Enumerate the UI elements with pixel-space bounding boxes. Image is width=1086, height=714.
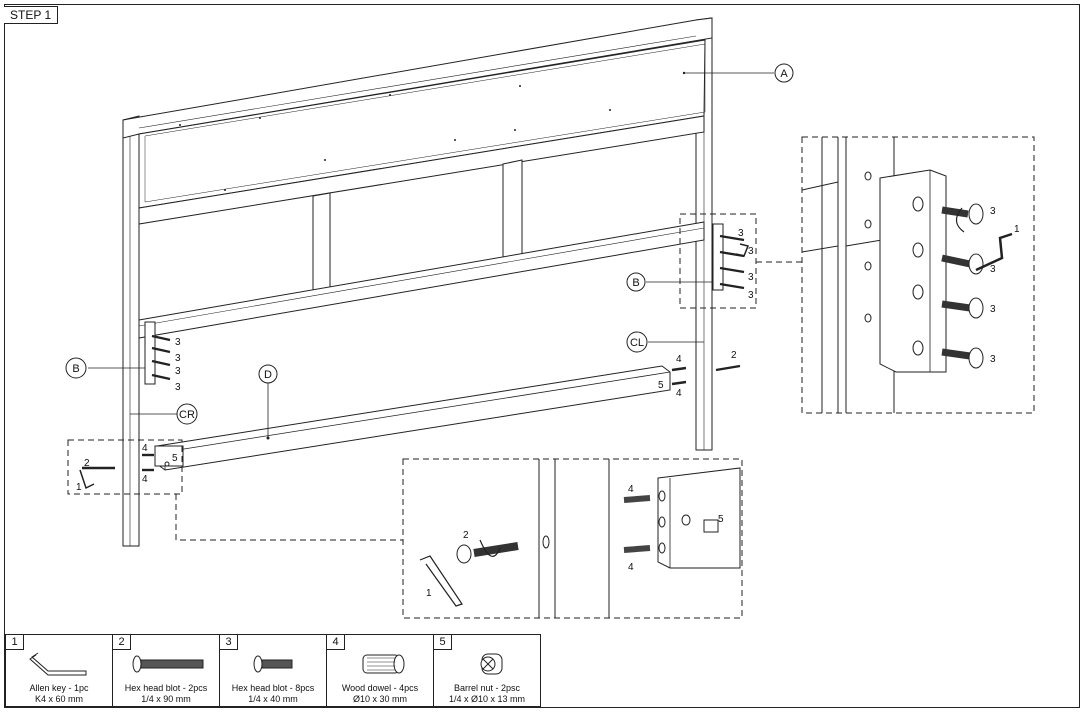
left-bracket-b [144, 321, 171, 385]
callout-d: D [264, 369, 272, 381]
part-label: 4 [142, 474, 148, 485]
part-label: 2 [84, 458, 90, 469]
headboard-top-rail [122, 17, 713, 139]
part-label: 5 [172, 453, 178, 464]
part-label: 3 [175, 366, 181, 377]
part-label: 3 [990, 304, 996, 315]
part-label: 3 [175, 337, 181, 348]
rail-connection-detail-view [419, 459, 741, 618]
part-label: 4 [142, 443, 148, 454]
legend-size: K4 x 60 mm [34, 694, 83, 704]
part-label: 1 [426, 588, 432, 599]
parts-legend: 1 Allen key - 1pc K4 x 60 mm 2 Hex head … [5, 634, 541, 707]
part-label: 3 [738, 228, 744, 239]
part-label: 2 [731, 350, 737, 361]
legend-name: Barrel nut - 2psc [453, 683, 521, 693]
headboard-panel [138, 39, 706, 209]
callout-a-circle [774, 63, 794, 83]
callout-cl: CL [630, 337, 644, 349]
wood-dowel-icon [362, 654, 405, 674]
part-label: 3 [175, 353, 181, 364]
callout-cr: CR [179, 409, 195, 421]
callout-d-circle [258, 364, 278, 384]
right-bracket-b [712, 223, 750, 291]
callout-b-left: B [72, 363, 79, 375]
part-label: 3 [748, 246, 754, 257]
part-label: 3 [990, 206, 996, 217]
callout-cr-circle [176, 403, 198, 425]
part-label: 1 [76, 482, 82, 493]
legend-size: 1/4 x 90 mm [141, 694, 191, 704]
headboard-slat-left [312, 192, 331, 298]
callout-b-right-circle [626, 272, 646, 292]
callout-b-left-circle [65, 357, 87, 379]
callout-a: A [780, 68, 788, 80]
legend-item-wood-dowel: 4 Wood dowel - 4pcs Ø10 x 30 mm [326, 634, 434, 707]
legend-number: 3 [220, 635, 238, 650]
legend-item-long-hex-bolt: 2 Hex head blot - 2pcs 1/4 x 90 mm [112, 634, 220, 707]
part-label: 5 [658, 380, 664, 391]
legend-item-short-hex-bolt: 3 Hex head blot - 8pcs 1/4 x 40 mm [219, 634, 327, 707]
callout-b-right: B [632, 277, 639, 289]
step-label: STEP 1 [4, 6, 59, 24]
legend-size: Ø10 x 30 mm [352, 694, 408, 704]
legend-size: 1/4 x 40 mm [248, 694, 298, 704]
callout-cl-circle [626, 331, 648, 353]
legend-number: 5 [434, 635, 452, 650]
legend-size: 1/4 x Ø10 x 13 mm [448, 694, 526, 704]
headboard-lower-rail [138, 221, 705, 339]
legend-item-barrel-nut: 5 Barrel nut - 2psc 1/4 x Ø10 x 13 mm [433, 634, 541, 707]
allen-key-icon [29, 652, 87, 676]
right-rail-end-hardware [671, 364, 741, 386]
part-label: 2 [463, 530, 469, 541]
part-label: 4 [676, 354, 682, 365]
part-label: 4 [676, 388, 682, 399]
side-rail-d [156, 365, 671, 471]
part-label: 4 [628, 484, 634, 495]
legend-name: Wood dowel - 4pcs [341, 683, 419, 693]
leader-lines [88, 72, 774, 438]
callout-circles [65, 63, 794, 425]
detail-boxes [67, 136, 1035, 619]
left-rail-end-hardware [79, 445, 184, 490]
long-hex-bolt-icon [132, 655, 204, 673]
headboard-left-post [122, 115, 140, 547]
legend-name: Allen key - 1pc [29, 683, 89, 693]
part-label: 3 [990, 264, 996, 275]
legend-name: Hex head blot - 8pcs [231, 683, 315, 693]
bolt-detail-view [801, 137, 1013, 413]
legend-number: 2 [113, 635, 131, 650]
part-label: 3 [175, 382, 181, 393]
part-label: 5 [718, 514, 724, 525]
part-label: 3 [748, 272, 754, 283]
part-label: 4 [628, 562, 634, 573]
page-frame [4, 4, 1080, 708]
legend-number: 1 [6, 635, 24, 650]
legend-name: Hex head blot - 2pcs [124, 683, 208, 693]
legend-number: 4 [327, 635, 345, 650]
part-label: 1 [1014, 224, 1020, 235]
legend-item-allen-key: 1 Allen key - 1pc K4 x 60 mm [5, 634, 113, 707]
barrel-nut-icon [480, 653, 503, 675]
headboard-slat-right [502, 159, 523, 266]
short-hex-bolt-icon [253, 655, 293, 673]
headboard-a [122, 17, 713, 547]
part-number-labels: 3 3 3 3 3 3 3 3 4 4 5 2 4 4 5 2 1 3 1 3 … [76, 206, 1020, 599]
part-label: 3 [990, 354, 996, 365]
part-label: 3 [748, 290, 754, 301]
